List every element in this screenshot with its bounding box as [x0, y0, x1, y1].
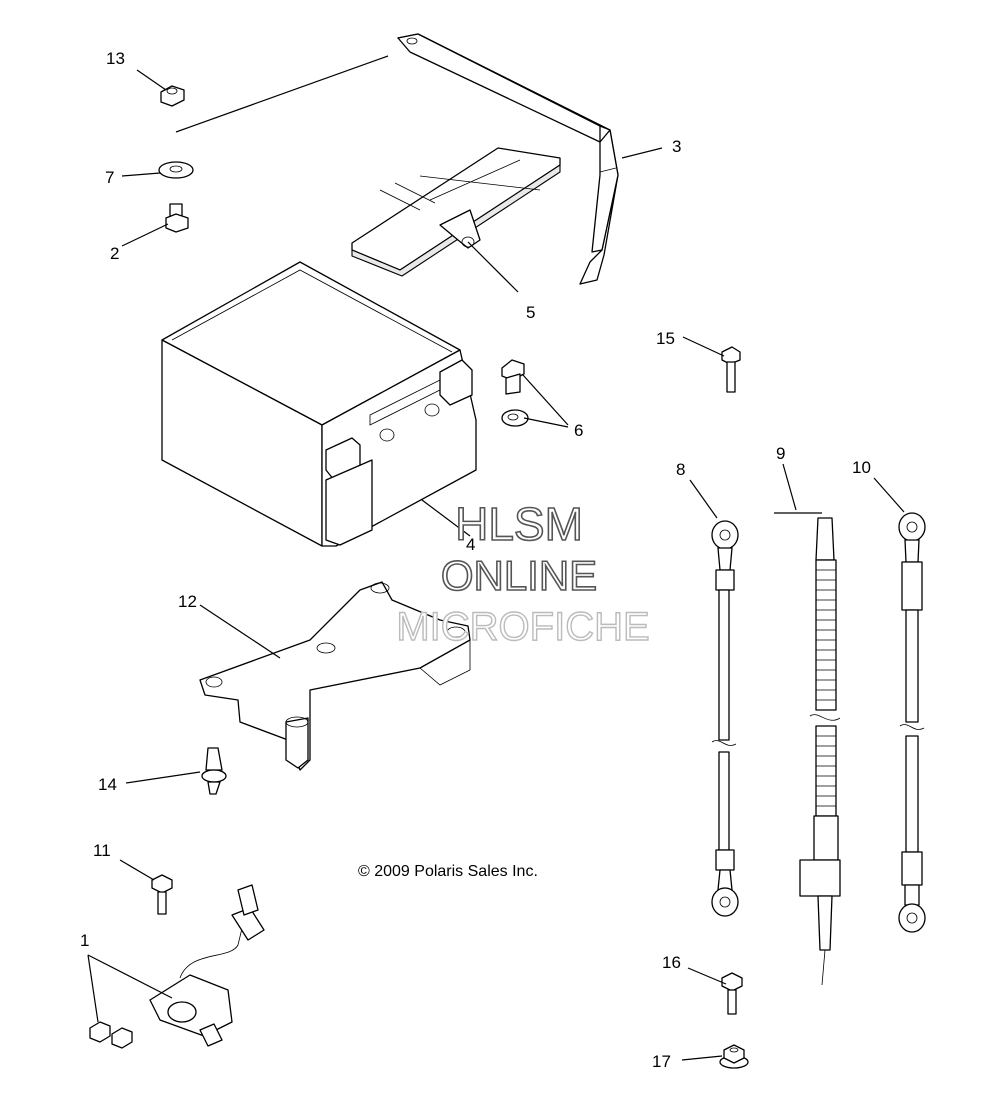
callout-13: 13	[106, 49, 125, 68]
part-6-bolt-and-washer	[501, 359, 529, 427]
part-14-push-rivet	[201, 747, 227, 795]
callout-16: 16	[662, 953, 681, 972]
part-11-bolt	[151, 874, 173, 915]
callout-1: 1	[80, 931, 89, 950]
callout-4: 4	[466, 535, 475, 554]
copyright-notice: © 2009 Polaris Sales Inc.	[358, 863, 538, 880]
callout-12: 12	[178, 592, 197, 611]
leader-lines	[87, 55, 905, 1061]
callout-10: 10	[852, 458, 871, 477]
callout-9: 9	[776, 444, 785, 463]
part-12-battery-bracket	[199, 581, 471, 771]
part-8-cable	[711, 520, 739, 917]
watermark: HLSM ONLINE MICROFICHE	[396, 497, 651, 650]
part-4-battery	[161, 261, 477, 547]
part-2-bolt	[165, 203, 189, 233]
part-3-hold-down-strap	[397, 33, 619, 285]
callout-7: 7	[105, 168, 114, 187]
part-1-solenoid	[89, 884, 265, 1049]
callout-11: 11	[93, 841, 111, 860]
part-17-flange-nut	[719, 1044, 749, 1069]
part-9-cable	[799, 517, 841, 986]
callout-3: 3	[672, 137, 681, 156]
part-5-battery-top-tray	[351, 147, 561, 277]
part-10-cable	[898, 512, 926, 933]
callout-15: 15	[656, 329, 675, 348]
part-13-nut	[160, 85, 185, 107]
part-7-washer	[158, 161, 194, 179]
callout-8: 8	[676, 460, 685, 479]
callout-14: 14	[98, 775, 117, 794]
callout-6: 6	[574, 421, 583, 440]
watermark-line-1: HLSM	[455, 498, 583, 550]
part-16-bolt	[721, 972, 743, 1015]
part-15-bolt	[721, 346, 741, 393]
callout-17: 17	[652, 1052, 671, 1071]
watermark-line-3: MICROFICHE	[396, 605, 649, 649]
watermark-line-2: ONLINE	[441, 552, 597, 599]
callout-labels: 13 7 2 3 5 6 4 15 8 9 10 12 14 11 1 16 1…	[80, 49, 871, 1071]
callout-2: 2	[110, 244, 119, 263]
callout-5: 5	[526, 303, 535, 322]
